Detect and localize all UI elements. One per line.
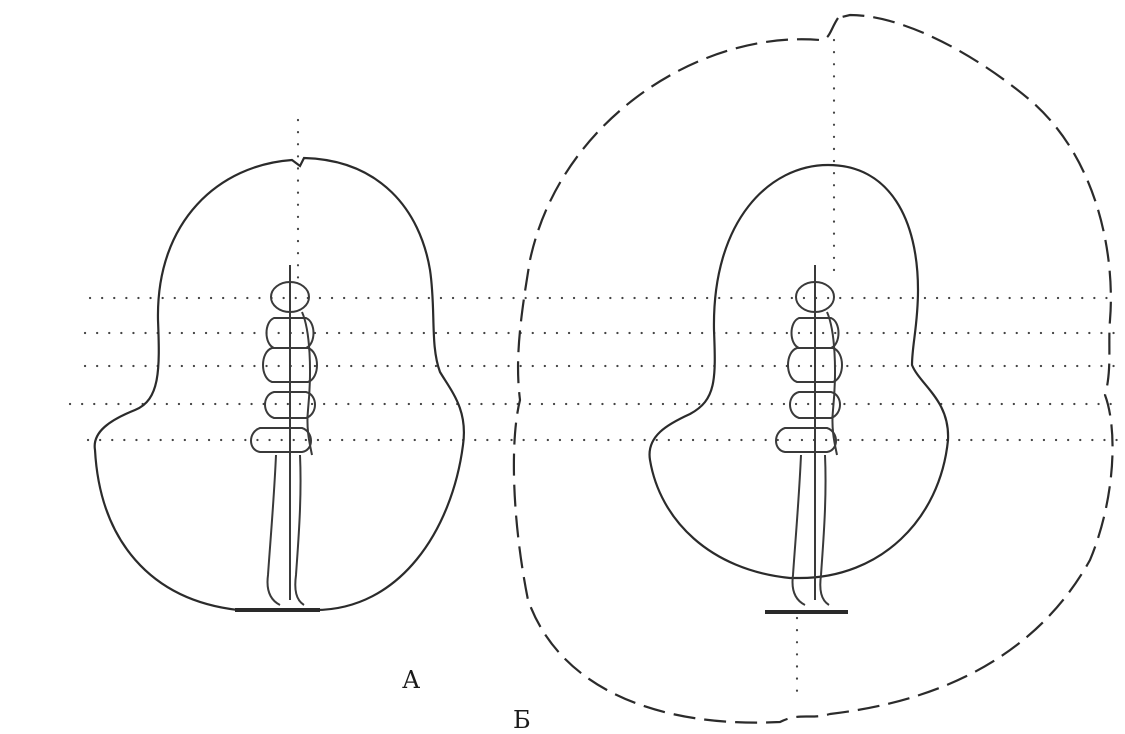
inner-aura-outline-b — [650, 165, 949, 578]
aura-outline-a — [95, 158, 464, 610]
panel-a — [95, 120, 464, 610]
panel-b — [514, 15, 1113, 723]
panel-label-a: А — [402, 668, 420, 692]
level-lines — [70, 298, 1118, 440]
human-figure-a — [251, 265, 317, 605]
panel-label-b: Б — [513, 708, 531, 732]
human-figure-b — [776, 265, 842, 605]
outer-aura-outline-b — [514, 15, 1113, 723]
